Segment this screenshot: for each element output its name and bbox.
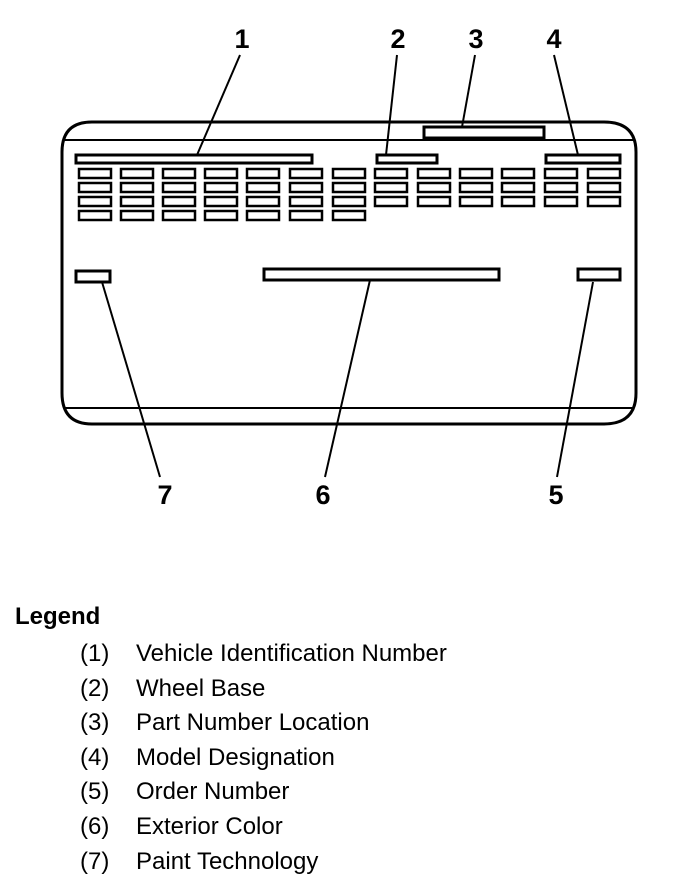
data-box (543, 181, 579, 194)
callout-number-7: 7 (157, 480, 172, 510)
data-box (288, 195, 324, 208)
data-box (586, 181, 622, 194)
legend-item: (2) Wheel Base (80, 672, 675, 707)
data-box (331, 181, 367, 194)
model-designation-field (544, 153, 622, 165)
data-box (161, 181, 197, 194)
data-box-grid (77, 167, 622, 222)
vin-strip (74, 153, 314, 165)
paint-technology-field (74, 269, 112, 284)
legend-item-number: (6) (80, 812, 110, 840)
callout-number-6: 6 (315, 480, 330, 510)
order-number-field (576, 267, 622, 282)
data-box (245, 167, 281, 180)
legend-item-number: (7) (80, 847, 110, 875)
callout-leader-2 (385, 54, 398, 156)
legend-item-label: Model Designation (136, 743, 335, 771)
data-box (119, 167, 155, 180)
callout-leader-5 (556, 281, 594, 478)
part-number-field (422, 125, 546, 140)
data-box (500, 195, 536, 208)
data-box (373, 181, 409, 194)
data-box (119, 181, 155, 194)
legend-item: (1) Vehicle Identification Number (80, 637, 675, 672)
data-box (77, 167, 113, 180)
data-box (586, 195, 622, 208)
callout-leader-3 (461, 54, 476, 128)
data-box (416, 195, 452, 208)
data-box (203, 195, 239, 208)
legend-list: (1) Vehicle Identification Number (2) Whee… (15, 637, 675, 879)
legend-item-label: Exterior Color (136, 812, 283, 840)
data-box (543, 195, 579, 208)
data-box (373, 167, 409, 180)
callout-leader-1 (196, 54, 241, 156)
legend-item-number: (4) (80, 743, 110, 771)
data-box (119, 209, 155, 222)
data-box (458, 167, 494, 180)
callout-number-5: 5 (548, 480, 563, 510)
legend: Legend (1) Vehicle Identification Number … (15, 601, 675, 879)
data-box (203, 167, 239, 180)
data-box (77, 181, 113, 194)
data-box (203, 209, 239, 222)
data-box (161, 195, 197, 208)
exterior-color-field (262, 267, 501, 282)
data-box (458, 181, 494, 194)
data-box (288, 181, 324, 194)
legend-item-label: Part Number Location (136, 709, 370, 737)
legend-item: (5) Order Number (80, 775, 675, 810)
label-diagram: 1 2 3 4 5 6 7 (60, 24, 638, 510)
legend-title: Legend (15, 603, 101, 630)
callout-number-3: 3 (468, 24, 483, 54)
data-box (331, 209, 367, 222)
data-box (416, 167, 452, 180)
data-box (77, 209, 113, 222)
data-box (245, 195, 281, 208)
data-box (288, 209, 324, 222)
data-box (331, 195, 367, 208)
data-box (458, 195, 494, 208)
legend-item-label: Paint Technology (136, 847, 319, 875)
legend-item-number: (3) (80, 709, 110, 737)
callout-leader-6 (324, 279, 371, 478)
legend-item-number: (2) (80, 674, 110, 702)
callout-number-1: 1 (234, 24, 249, 54)
callout-number-2: 2 (390, 24, 405, 54)
data-box (416, 181, 452, 194)
legend-item-label: Order Number (136, 778, 290, 806)
data-box (586, 167, 622, 180)
callout-number-4: 4 (546, 24, 561, 54)
data-box (288, 167, 324, 180)
data-box (543, 167, 579, 180)
data-box (245, 209, 281, 222)
data-box (161, 167, 197, 180)
callout-leader-4 (553, 54, 579, 156)
data-box (161, 209, 197, 222)
legend-item-number: (1) (80, 640, 110, 667)
data-box (77, 195, 113, 208)
legend-item: (6) Exterior Color (80, 810, 675, 845)
legend-item: (7) Paint Technology (80, 845, 675, 879)
data-box (203, 181, 239, 194)
callout-leader-7 (101, 281, 161, 478)
legend-item: (4) Model Designation (80, 741, 675, 776)
legend-item-label: Wheel Base (136, 674, 266, 702)
wheel-base-field (375, 153, 439, 165)
data-box (119, 195, 155, 208)
legend-item: (3) Part Number Location (80, 706, 675, 741)
data-box (331, 167, 367, 180)
data-box (500, 167, 536, 180)
data-box (373, 195, 409, 208)
legend-item-number: (5) (80, 778, 110, 806)
data-box (500, 181, 536, 194)
legend-item-label: Vehicle Identification Number (136, 640, 447, 667)
data-box (245, 181, 281, 194)
